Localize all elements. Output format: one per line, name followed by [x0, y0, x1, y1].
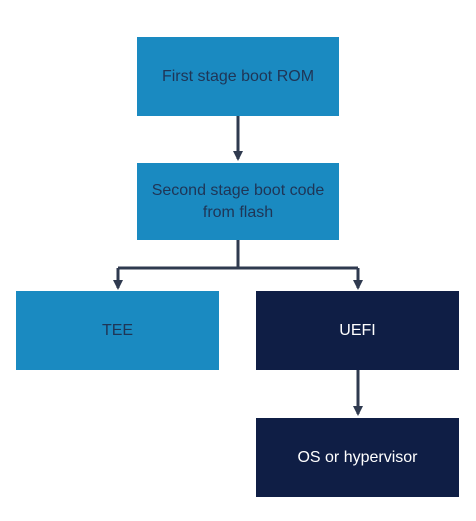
node-label: UEFI	[339, 321, 376, 339]
node-label: TEE	[101, 321, 134, 339]
node-os-or-hypervisor: OS or hypervisor	[256, 418, 459, 497]
node-label: Second stage boot code from flash	[151, 181, 325, 221]
node-uefi: UEFI	[256, 291, 459, 370]
node-label: First stage boot ROM	[161, 67, 315, 85]
node-first-stage-boot-rom: First stage boot ROM	[137, 37, 339, 116]
node-label: OS or hypervisor	[297, 448, 418, 466]
node-second-stage-boot-code: Second stage boot code from flash	[137, 163, 339, 240]
node-tee: TEE	[16, 291, 219, 370]
